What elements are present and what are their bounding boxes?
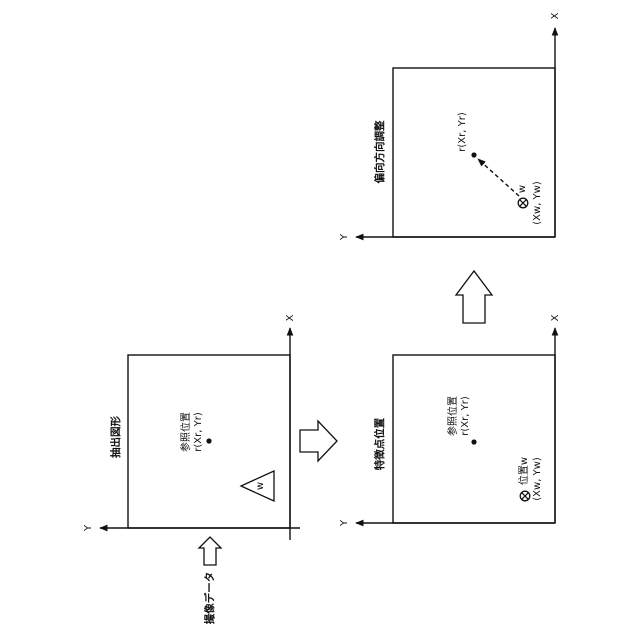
- position-w-marker-icon: [520, 491, 530, 501]
- panel-deflection-adjustment: X Y 偏向方向調整 r(Xr, Yr) w (Xw, Yw): [339, 12, 561, 241]
- position-w-coordinate: (Xw, Yw): [532, 181, 543, 225]
- hollow-arrow-up-icon: [199, 537, 221, 565]
- y-axis-label: Y: [339, 233, 350, 241]
- position-w-label: 位置w: [517, 457, 530, 485]
- feature-point-frame: [393, 355, 555, 523]
- panel-title: 抽出図形: [109, 416, 122, 458]
- position-w-label: w: [517, 185, 528, 193]
- panel-title: 偏向方向調整: [373, 120, 386, 183]
- reference-point: [206, 438, 211, 443]
- panel-extracted-figure: X Y 抽出図形 参照位置 r(Xr, Yr) w: [83, 314, 300, 540]
- x-axis-label: X: [550, 12, 561, 19]
- reference-coordinate-label: r(Xr, Yr): [457, 112, 468, 152]
- position-w-coordinate: (Xw, Yw): [532, 457, 543, 501]
- reference-point: [471, 152, 476, 157]
- input-arrow-group: 撮像データ: [199, 537, 221, 624]
- hollow-arrow-up-icon: [456, 271, 492, 323]
- reference-coordinate-label: r(Xr, Yr): [460, 396, 471, 436]
- y-axis-label: Y: [83, 524, 94, 532]
- position-w-marker-icon: [518, 198, 528, 208]
- reference-point: [471, 439, 476, 444]
- triangle-mark-label: w: [255, 482, 266, 490]
- reference-position-label: 参照位置: [446, 396, 459, 436]
- y-axis-label: Y: [339, 519, 350, 527]
- hollow-arrow-right-icon: [300, 421, 337, 461]
- reference-coordinate-label: r(Xr, Yr): [193, 412, 204, 452]
- panel-title: 特徴点位置: [373, 417, 386, 470]
- reference-position-label: 参照位置: [179, 412, 192, 452]
- imaging-data-label: 撮像データ: [203, 572, 216, 625]
- x-axis-label: X: [550, 314, 561, 321]
- panel-feature-point: X Y 特徴点位置 参照位置 r(Xr, Yr) 位置w (Xw, Yw): [339, 314, 561, 527]
- x-axis-label: X: [285, 314, 296, 321]
- movement-arrow: [478, 159, 519, 196]
